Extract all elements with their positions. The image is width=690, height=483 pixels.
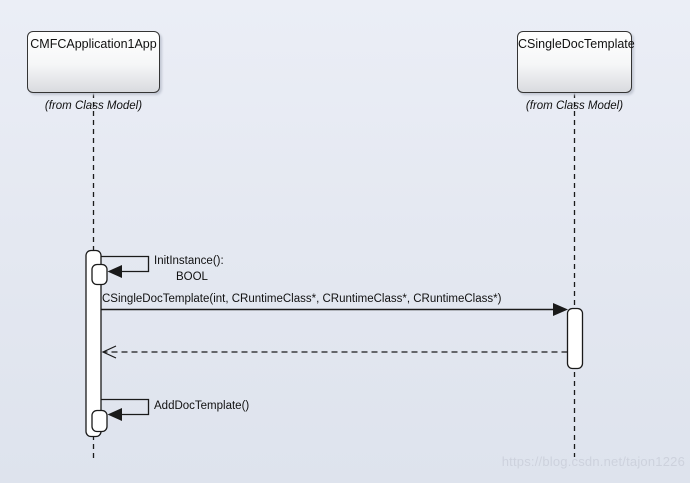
activation-bar-right [566, 307, 584, 370]
return-message-arrowhead [101, 345, 117, 359]
object-name-cmfcapplication1app: CMFCApplication1App [30, 37, 157, 51]
object-box-csingledoctemplate: CSingleDocTemplate [517, 31, 635, 93]
from-class-model-label-left: (from Class Model) [44, 100, 143, 112]
message-csingledoctemplate-arrowhead [553, 303, 568, 316]
nested-activation-initinstance [91, 263, 108, 286]
self-message-initinstance-arrowhead [107, 265, 122, 278]
nested-activation-adddoctemplate [91, 409, 108, 433]
message-label-csingledoctemplate: CSingleDocTemplate(int, CRuntimeClass*, … [102, 293, 502, 305]
message-label-initinstance: InitInstance(): [154, 255, 224, 267]
activation-bar-left [85, 249, 102, 438]
csdn-watermark: https://blog.csdn.net/tajon1226 [501, 454, 685, 469]
self-message-adddoctemplate-line [101, 398, 150, 416]
object-name-csingledoctemplate: CSingleDocTemplate [518, 37, 635, 51]
from-class-model-label-right: (from Class Model) [525, 100, 624, 112]
message-label-initinstance-return-type: BOOL [176, 271, 208, 283]
object-box-cmfcapplication1app: CMFCApplication1App [27, 31, 160, 93]
self-message-adddoctemplate-arrowhead [107, 408, 122, 421]
self-message-initinstance-line [101, 255, 150, 273]
message-label-adddoctemplate: AddDocTemplate() [154, 400, 250, 412]
